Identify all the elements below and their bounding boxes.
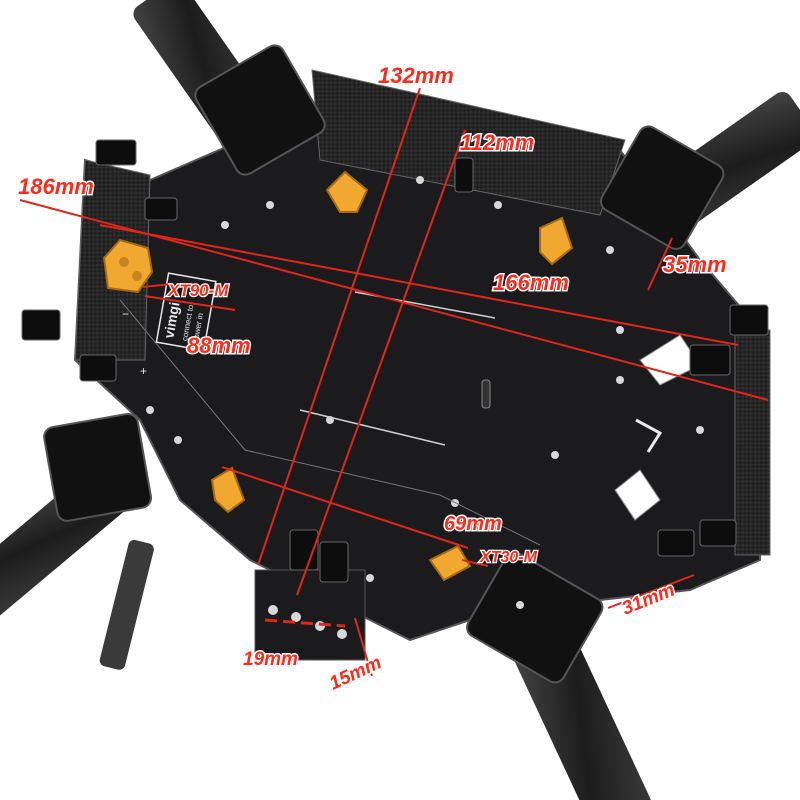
- dim-line-132: [257, 87, 421, 566]
- dim-label-112: 112mm: [460, 130, 534, 155]
- dim-label-35: 35mm: [663, 252, 727, 277]
- dim-line-166: [99, 224, 739, 346]
- xt60-connector-right: [539, 216, 574, 266]
- carbon-plate-right: [734, 329, 771, 556]
- board-logo: vimgi: [160, 301, 182, 340]
- dim-label-132: 132mm: [378, 63, 454, 88]
- screw: [266, 201, 274, 209]
- clamp-bottom-left: [43, 412, 153, 522]
- cutout-right-lower: [614, 469, 661, 521]
- clamp-top-left: [194, 44, 326, 176]
- screw: [174, 436, 182, 444]
- slot-center: [481, 379, 491, 409]
- screw: [616, 376, 624, 384]
- screw: [315, 621, 325, 631]
- screw: [551, 451, 559, 459]
- screw: [268, 605, 278, 615]
- dim-line-69: [221, 466, 469, 549]
- dim-label-88: 88mm: [187, 333, 251, 358]
- screw: [366, 574, 374, 582]
- dim-dashed-19: [264, 618, 346, 628]
- clamp-bottom-right: [466, 551, 604, 684]
- dim-line-31: [607, 574, 695, 609]
- xt30-connector: [428, 544, 472, 582]
- screw: [291, 612, 301, 622]
- screw-holes: [146, 176, 704, 639]
- landing-leg-left: [99, 539, 154, 670]
- screw: [416, 176, 424, 184]
- dimension-lines: [19, 87, 769, 677]
- xt60-connector-top: [325, 170, 369, 213]
- dim-label-19: 19mm: [243, 649, 298, 670]
- plate-cutouts: [481, 334, 701, 521]
- screw: [337, 629, 347, 639]
- screw: [494, 201, 502, 209]
- polarity-minus: −: [122, 307, 129, 321]
- dim-label-166: 166mm: [493, 270, 569, 295]
- dim-line-112: [296, 129, 466, 596]
- dim-label-186: 186mm: [18, 174, 94, 199]
- screw: [696, 426, 704, 434]
- screw: [606, 246, 614, 254]
- standoffs: [21, 139, 769, 583]
- clamp-top-right: [599, 125, 725, 250]
- dim-line-15: [354, 617, 373, 677]
- arrow-mark: [635, 418, 663, 453]
- dim-line-88: [144, 295, 236, 311]
- dim-line-xt30: [461, 559, 489, 567]
- connector-label-xt90: XT90-M: [167, 281, 229, 300]
- arm-clamps: [43, 44, 725, 684]
- connector-label-xt30: XT30-M: [479, 549, 538, 566]
- polarity-plus: +: [140, 364, 147, 378]
- screw: [616, 326, 624, 334]
- dim-label-69: 69mm: [444, 513, 502, 535]
- screw: [516, 601, 524, 609]
- screw: [221, 221, 229, 229]
- screw: [146, 406, 154, 414]
- dim-line-35: [647, 237, 673, 291]
- xt90-connector: [102, 238, 154, 294]
- dim-line-xt90: [142, 283, 173, 288]
- mount-tab-bottom: [254, 569, 366, 661]
